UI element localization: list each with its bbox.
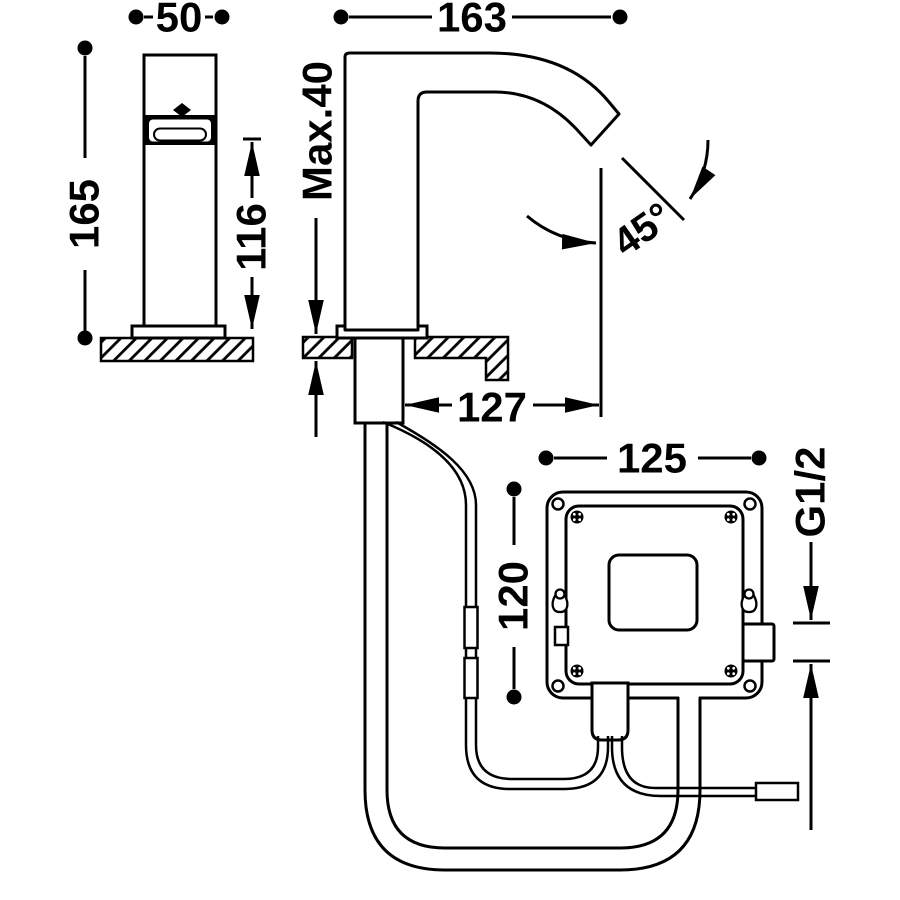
keyhole-mount-right <box>740 588 758 614</box>
dimension-body-height <box>243 137 261 329</box>
cable-connector-sleeve <box>463 656 479 700</box>
dim-spout-reach-label: 163 <box>437 0 507 41</box>
control-box <box>545 490 776 742</box>
keyhole-mount-left <box>551 588 569 614</box>
dimension-dot <box>538 450 554 466</box>
side-tab <box>553 625 570 647</box>
corner-hole <box>743 497 757 511</box>
dimension-dot <box>506 481 522 497</box>
dimension-dot <box>128 9 144 25</box>
faucet-shank <box>353 335 405 425</box>
sensor-lens <box>153 127 207 142</box>
dim-box-height-label: 120 <box>490 561 537 631</box>
dimension-dot <box>333 9 349 25</box>
hose-entry-gap <box>679 691 699 700</box>
side-view-faucet <box>99 53 255 363</box>
dim-thread-label: G1/2 <box>787 446 834 537</box>
power-cable-plug <box>754 781 800 802</box>
power-cable <box>610 736 757 798</box>
front-view-body-spout <box>343 51 621 332</box>
angle-arc-arrow <box>688 139 716 200</box>
deck-hatch-left <box>301 335 354 360</box>
front-view-faucet <box>301 51 621 425</box>
corner-hole <box>551 497 565 511</box>
cover-screws <box>570 510 738 678</box>
angled-extension-line <box>620 156 686 222</box>
dim-outlet-offset-label: 127 <box>457 384 527 431</box>
dimension-dot <box>612 9 628 25</box>
dimension-box-width <box>538 450 767 466</box>
inlet-connector-g12 <box>741 622 776 663</box>
cable-connector-sleeve <box>463 605 479 650</box>
dim-total-height-label: 165 <box>61 179 108 249</box>
dim-spout-width-label: 50 <box>156 0 203 41</box>
dimension-thread <box>793 542 830 830</box>
dim-deck-thickness-label: Max.40 <box>294 61 341 201</box>
dimension-dot <box>77 330 93 346</box>
dimension-dot <box>77 40 93 56</box>
spout-angle-annotation <box>526 139 716 417</box>
sensor-cable <box>382 420 610 791</box>
angle-arc-arrow <box>526 214 597 250</box>
side-view-body <box>142 53 218 329</box>
dim-box-width-label: 125 <box>617 435 687 482</box>
corner-hole <box>743 679 757 693</box>
supply-hose <box>363 423 702 872</box>
dimension-total-height <box>77 40 93 346</box>
deck-hatch-right <box>413 335 510 382</box>
battery-compartment <box>607 553 699 632</box>
side-view-deck-hatch <box>99 336 255 363</box>
dimension-dot <box>751 450 767 466</box>
dim-body-height-label: 116 <box>228 203 275 271</box>
dimension-spout-reach <box>333 9 628 25</box>
corner-hole <box>551 679 565 693</box>
sensor-pointer-icon <box>173 103 191 117</box>
outlet-fitting <box>590 681 630 742</box>
side-view-base-plate <box>130 324 227 340</box>
dimension-dot <box>506 689 522 705</box>
dimension-box-height <box>506 481 522 705</box>
dimension-dot <box>214 9 230 25</box>
dimension-spout-width <box>128 9 230 25</box>
